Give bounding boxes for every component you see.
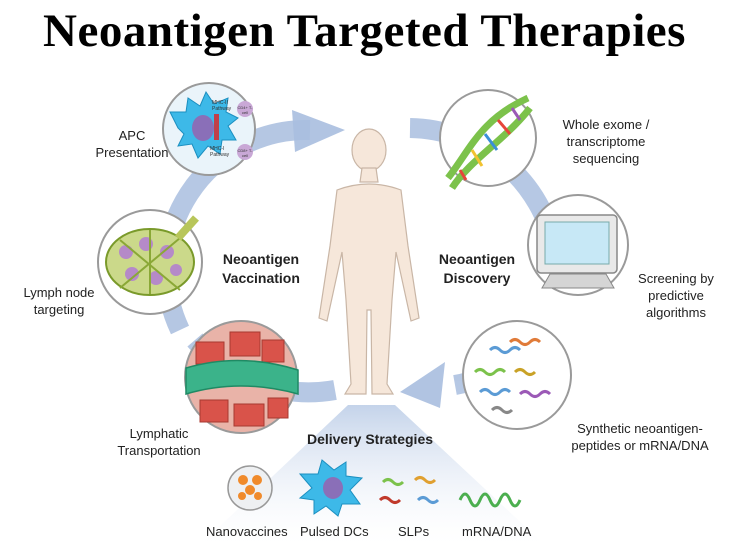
lymphatic-line-1: Lymphatic bbox=[129, 426, 189, 441]
discovery-line-2: Discovery bbox=[443, 270, 511, 286]
mrna-icon bbox=[458, 492, 522, 508]
synthetic-line-2: peptides or mRNA/DNA bbox=[571, 438, 709, 453]
lymph-line-1: Lymph node bbox=[23, 285, 95, 300]
apc-line-1: APC bbox=[118, 128, 146, 143]
synthetic-line-1: Synthetic neoantigen- bbox=[577, 421, 703, 436]
nanovaccine-icon bbox=[227, 465, 273, 511]
page-title: Neoantigen Targeted Therapies bbox=[43, 5, 686, 57]
apc-line-2: Presentation bbox=[95, 145, 169, 160]
computer-inset bbox=[527, 194, 629, 296]
vaccination-line-1: Neoantigen bbox=[222, 251, 300, 267]
delivery-fan bbox=[200, 405, 545, 545]
synthetic-label: Synthetic neoantigen- peptides or mRNA/D… bbox=[560, 420, 720, 454]
lymphatic-inset bbox=[184, 320, 299, 434]
pulsed-dcs-label: Pulsed DCs bbox=[300, 524, 369, 539]
slp-icon bbox=[378, 476, 440, 504]
sequencing-line-2: transcriptome bbox=[566, 134, 646, 149]
slps-label: SLPs bbox=[398, 524, 430, 539]
sequencing-line-3: sequencing bbox=[572, 151, 640, 166]
discovery-line-1: Neoantigen bbox=[438, 251, 516, 267]
peptides-inset bbox=[462, 320, 572, 430]
delivery-strategies-label: Delivery Strategies bbox=[306, 431, 434, 447]
lymphatic-line-2: Transportation bbox=[117, 443, 201, 458]
neoantigen-vaccination-label: Neoantigen Vaccination bbox=[206, 250, 316, 288]
mhc1-label: MHC-I Pathway bbox=[210, 146, 230, 158]
dna-inset bbox=[439, 89, 537, 190]
mrna-dna-label: mRNA/DNA bbox=[462, 524, 532, 539]
cd8-label: CD8+ T-cell bbox=[237, 148, 253, 158]
screening-line-1: Screening by bbox=[638, 271, 714, 286]
sequencing-label: Whole exome / transcriptome sequencing bbox=[546, 116, 666, 167]
lymphatic-transportation-label: Lymphatic Transportation bbox=[100, 425, 218, 459]
screening-label: Screening by predictive algorithms bbox=[626, 270, 726, 321]
sequencing-line-1: Whole exome / bbox=[562, 117, 650, 132]
cd4-label: CD4+ T-cell bbox=[237, 105, 253, 115]
vaccination-line-2: Vaccination bbox=[222, 270, 300, 286]
nanovaccines-label: Nanovaccines bbox=[206, 524, 288, 539]
screening-line-3: algorithms bbox=[646, 305, 706, 320]
screening-line-2: predictive bbox=[648, 288, 704, 303]
lymph-node-inset bbox=[97, 209, 203, 315]
pulsed-dc-icon bbox=[298, 459, 364, 517]
lymph-line-2: targeting bbox=[33, 302, 85, 317]
apc-inset bbox=[162, 82, 256, 176]
human-figure-icon bbox=[318, 128, 420, 395]
apc-presentation-label: APC Presentation bbox=[82, 127, 182, 161]
mhc2-label: MHC-II Pathway bbox=[212, 100, 232, 112]
lymph-node-targeting-label: Lymph node targeting bbox=[14, 284, 104, 318]
arrow-heads bbox=[292, 110, 445, 408]
neoantigen-discovery-label: Neoantigen Discovery bbox=[422, 250, 532, 288]
